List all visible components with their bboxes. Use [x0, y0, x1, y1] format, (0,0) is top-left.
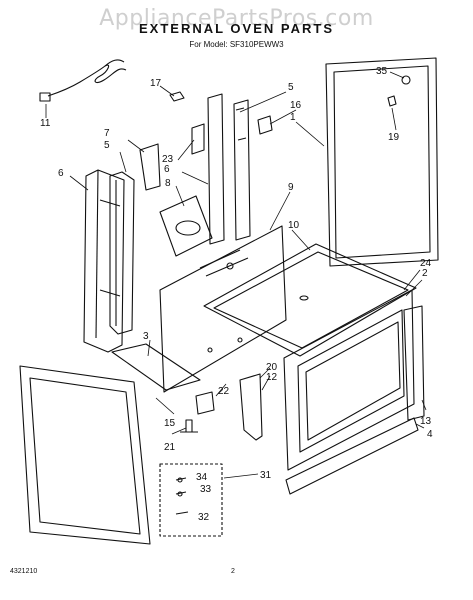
callout-label: 2 — [422, 268, 428, 279]
callout-label: 32 — [198, 512, 210, 523]
bracket-part — [139, 143, 161, 191]
oven-door — [19, 365, 151, 545]
callout-label: 11 — [40, 118, 51, 129]
callout-label: 19 — [388, 132, 400, 143]
callout-label: 33 — [200, 484, 212, 495]
wire-harness — [39, 59, 127, 102]
page-number: 2 — [231, 568, 235, 575]
oven-top — [203, 243, 417, 357]
front-frame — [283, 289, 415, 471]
callout-label: 22 — [218, 386, 230, 397]
watermark: AppliancePartsPros.com — [99, 6, 374, 31]
callout-label: 10 — [288, 220, 300, 231]
callout-label: 3 — [143, 331, 149, 342]
rear-posts — [207, 93, 251, 245]
callout-label: 13 — [420, 416, 432, 427]
callout-label: 23 — [162, 154, 174, 165]
callout-label: 6 — [58, 168, 64, 179]
callout-label: 7 — [104, 128, 110, 139]
left-side-panel — [83, 169, 125, 353]
hinge-bracket — [257, 115, 273, 135]
model-line: For Model: SF310PEWW3 — [189, 40, 284, 49]
callout-label: 35 — [376, 66, 388, 77]
callout-label: 9 — [288, 182, 294, 193]
callout-label: 4 — [427, 429, 433, 440]
side-strip — [403, 305, 425, 421]
callout-label: 17 — [150, 78, 162, 89]
screw — [401, 75, 411, 85]
trim-strip — [109, 171, 135, 335]
diagram-title: EXTERNAL OVEN PARTS — [139, 21, 334, 36]
top-frame — [325, 57, 439, 267]
callout-label: 1 — [290, 112, 296, 123]
callout-label: 20 — [266, 362, 278, 373]
callout-label: 5 — [104, 140, 110, 151]
leveling-legs — [180, 391, 215, 433]
callout-label: 12 — [266, 372, 278, 383]
callout-label: 21 — [164, 442, 176, 453]
door-bracket — [239, 373, 263, 441]
callout-label: 16 — [290, 100, 302, 111]
callout-label: 15 — [164, 418, 176, 429]
callout-label: 5 — [288, 82, 294, 93]
leader-lines — [45, 71, 427, 479]
doc-number: 4321210 — [10, 568, 38, 575]
callout-label: 31 — [260, 470, 272, 481]
callout-labels: 1 2 3 4 5 5 6 6 7 8 9 10 11 12 13 15 16 … — [40, 66, 433, 523]
kick-panel — [285, 417, 419, 495]
base-rail — [111, 343, 201, 391]
callout-label: 8 — [165, 178, 171, 189]
rear-panel — [159, 195, 213, 257]
callout-label: 24 — [420, 258, 432, 269]
small-bracket — [191, 123, 205, 155]
callout-label: 34 — [196, 472, 208, 483]
callout-label: 6 — [164, 164, 170, 175]
cabinet-side — [159, 225, 287, 393]
hardware-box — [159, 463, 223, 537]
clip-part — [169, 91, 185, 102]
